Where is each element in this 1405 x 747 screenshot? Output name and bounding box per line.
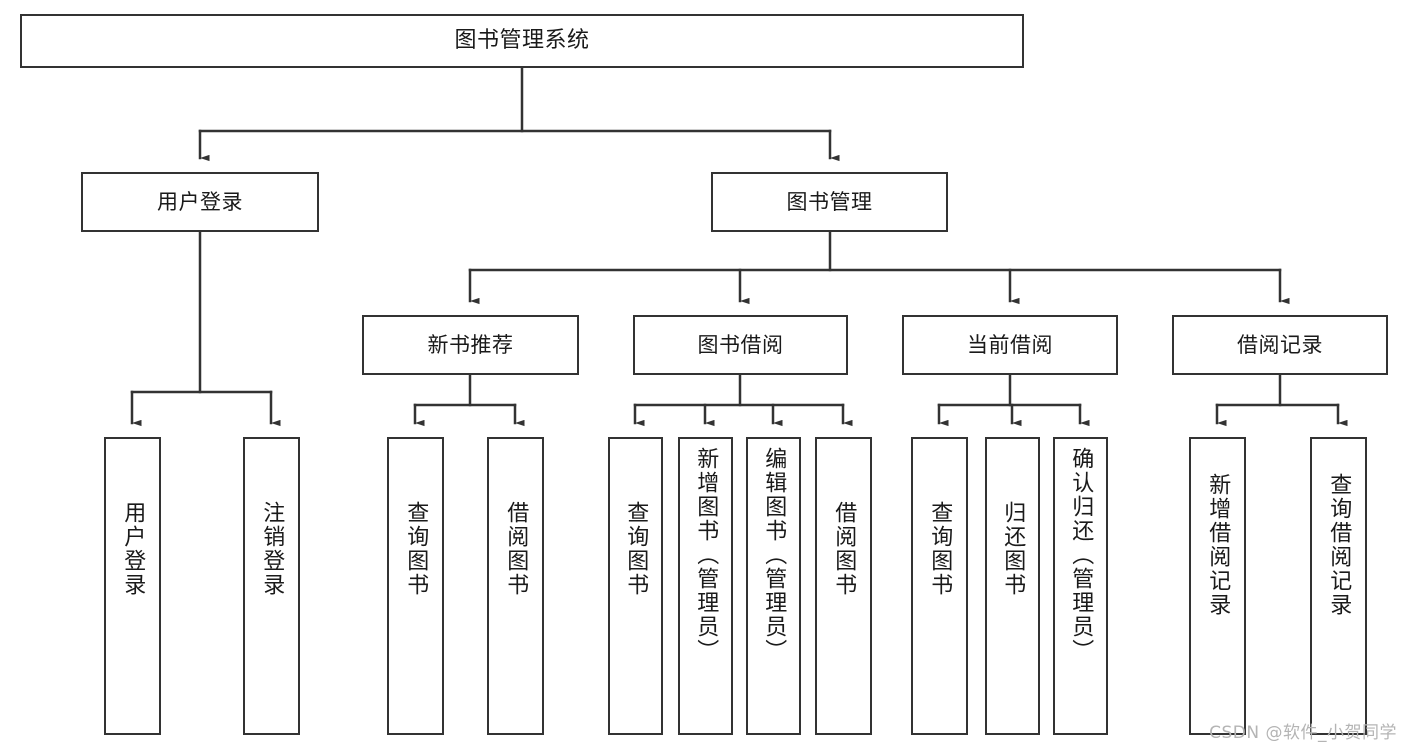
node-leaf-user-login[interactable]: 用户登录 xyxy=(104,437,161,735)
node-new-book-rec[interactable]: 新书推荐 xyxy=(362,315,579,375)
node-leaf-borrow-book-1[interactable]: 借阅图书 xyxy=(487,437,544,735)
node-label-leaf-edit-book: 编辑图书（管理员） xyxy=(761,447,787,663)
node-label-book-manage: 图书管理 xyxy=(786,189,873,214)
node-label-new-book-rec: 新书推荐 xyxy=(427,332,514,357)
node-leaf-query-record[interactable]: 查询借阅记录 xyxy=(1310,437,1367,735)
node-label-leaf-query-book-3: 查询图书 xyxy=(927,501,953,597)
node-label-borrow-record: 借阅记录 xyxy=(1237,332,1323,357)
node-leaf-query-book-1[interactable]: 查询图书 xyxy=(387,437,444,735)
node-leaf-edit-book[interactable]: 编辑图书（管理员） xyxy=(746,437,801,735)
node-leaf-borrow-book-2[interactable]: 借阅图书 xyxy=(815,437,872,735)
node-leaf-query-book-3[interactable]: 查询图书 xyxy=(911,437,968,735)
node-book-manage[interactable]: 图书管理 xyxy=(711,172,948,232)
node-label-leaf-borrow-book-1: 借阅图书 xyxy=(503,501,529,597)
node-leaf-add-record[interactable]: 新增借阅记录 xyxy=(1189,437,1246,735)
node-label-leaf-query-record: 查询借阅记录 xyxy=(1326,473,1352,617)
node-label-leaf-add-book: 新增图书（管理员） xyxy=(693,447,719,663)
node-leaf-query-book-2[interactable]: 查询图书 xyxy=(608,437,663,735)
node-label-root: 图书管理系统 xyxy=(454,28,590,54)
node-label-leaf-query-book-2: 查询图书 xyxy=(623,501,649,597)
node-leaf-add-book[interactable]: 新增图书（管理员） xyxy=(678,437,733,735)
node-leaf-logout[interactable]: 注销登录 xyxy=(243,437,300,735)
node-label-current-borrow: 当前借阅 xyxy=(967,332,1053,357)
node-label-leaf-query-book-1: 查询图书 xyxy=(403,501,429,597)
node-label-leaf-logout: 注销登录 xyxy=(259,501,285,597)
node-label-leaf-user-login: 用户登录 xyxy=(120,501,146,597)
node-label-book-borrow: 图书借阅 xyxy=(697,332,784,357)
node-label-leaf-return-book: 归还图书 xyxy=(1000,501,1026,597)
node-user-login[interactable]: 用户登录 xyxy=(81,172,319,232)
node-label-leaf-confirm-return: 确认归还（管理员） xyxy=(1068,447,1094,663)
csdn-watermark: CSDN @软件_小贺同学 xyxy=(1209,723,1397,743)
node-label-user-login: 用户登录 xyxy=(157,189,243,214)
node-leaf-return-book[interactable]: 归还图书 xyxy=(985,437,1040,735)
node-borrow-record[interactable]: 借阅记录 xyxy=(1172,315,1388,375)
node-root-system[interactable]: 图书管理系统 xyxy=(20,14,1024,68)
node-current-borrow[interactable]: 当前借阅 xyxy=(902,315,1118,375)
node-leaf-confirm-return[interactable]: 确认归还（管理员） xyxy=(1053,437,1108,735)
node-label-leaf-add-record: 新增借阅记录 xyxy=(1205,473,1231,617)
node-label-leaf-borrow-book-2: 借阅图书 xyxy=(831,501,857,597)
node-book-borrow[interactable]: 图书借阅 xyxy=(633,315,848,375)
